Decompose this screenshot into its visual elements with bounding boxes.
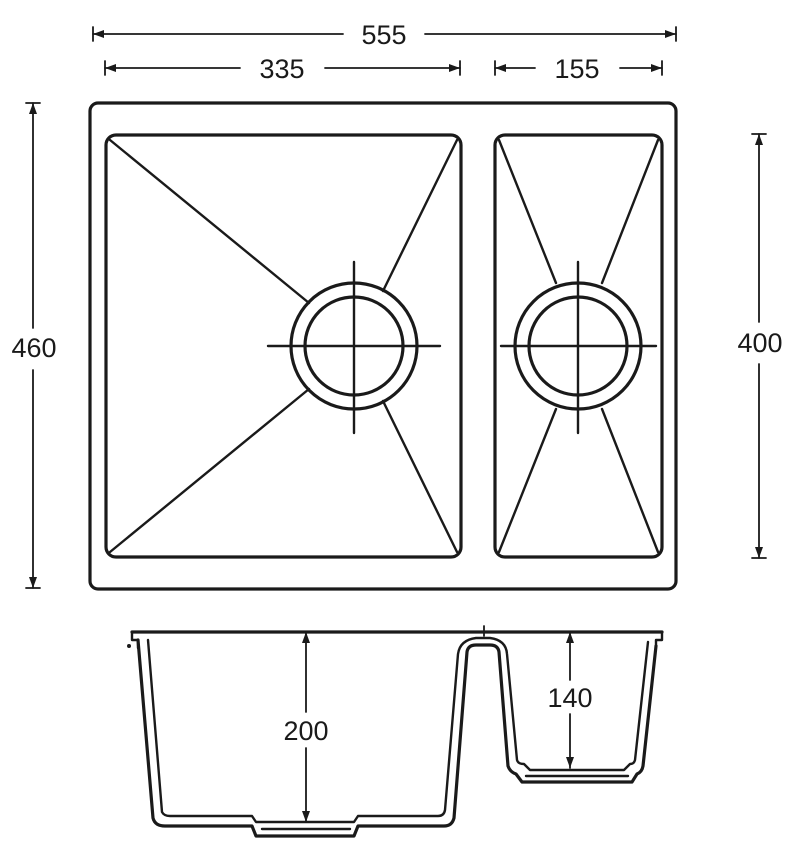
- dimension-overall-width: 555: [92, 20, 677, 50]
- large-bowl-fold-bl: [108, 387, 311, 554]
- arrow-140-top: [566, 632, 574, 643]
- arrow-555-right: [665, 30, 676, 38]
- large-bowl-plan: [104, 133, 463, 559]
- arrow-155-right: [651, 64, 662, 72]
- small-bowl-fold-tr: [600, 138, 660, 285]
- section-outer-wall: [136, 638, 658, 838]
- label-overall-depth: 460: [11, 333, 56, 363]
- small-bowl-outline: [493, 133, 664, 559]
- dimension-large-bowl-height: 200: [283, 631, 329, 823]
- section-inner-wall: [146, 636, 650, 824]
- arrow-335-right: [449, 64, 460, 72]
- large-bowl-fold-br: [381, 399, 459, 554]
- large-bowl-fold-tl: [108, 138, 311, 305]
- large-bowl-outline: [104, 133, 463, 559]
- arrow-140-bottom: [566, 757, 574, 768]
- arrow-400-top: [755, 134, 763, 145]
- arrow-155-left: [495, 64, 506, 72]
- label-large-bowl-height: 200: [283, 716, 328, 746]
- arrow-460-bottom: [29, 577, 37, 588]
- label-small-bowl-depth: 400: [737, 328, 782, 358]
- small-bowl-plan: [493, 133, 664, 559]
- dimension-overall-depth: 460: [11, 102, 57, 589]
- large-bowl-fold-tr: [381, 138, 459, 293]
- label-large-bowl-width: 335: [259, 54, 304, 84]
- small-bowl-fold-tl: [497, 138, 558, 285]
- arrow-335-left: [105, 64, 116, 72]
- section-right-lip: [654, 630, 664, 648]
- small-bowl-fold-bl: [497, 407, 558, 554]
- dimension-small-bowl-height: 140: [547, 631, 593, 769]
- arrow-460-top: [29, 103, 37, 114]
- arrow-200-top: [302, 632, 310, 643]
- label-small-bowl-width: 155: [554, 54, 599, 84]
- label-small-bowl-height: 140: [547, 683, 592, 713]
- arrow-555-left: [93, 30, 104, 38]
- sink-section-view: 200 140: [127, 625, 664, 838]
- arrow-200-bottom: [302, 811, 310, 822]
- dimension-small-bowl-width: 155: [494, 54, 663, 84]
- label-overall-width: 555: [361, 20, 406, 50]
- dimension-small-bowl-depth: 400: [737, 133, 783, 559]
- dimension-large-bowl-width: 335: [104, 54, 461, 84]
- sink-outer-flange: [88, 101, 678, 591]
- small-bowl-fold-br: [600, 407, 660, 554]
- section-left-lip-mark: [127, 644, 131, 648]
- arrow-400-bottom: [755, 547, 763, 558]
